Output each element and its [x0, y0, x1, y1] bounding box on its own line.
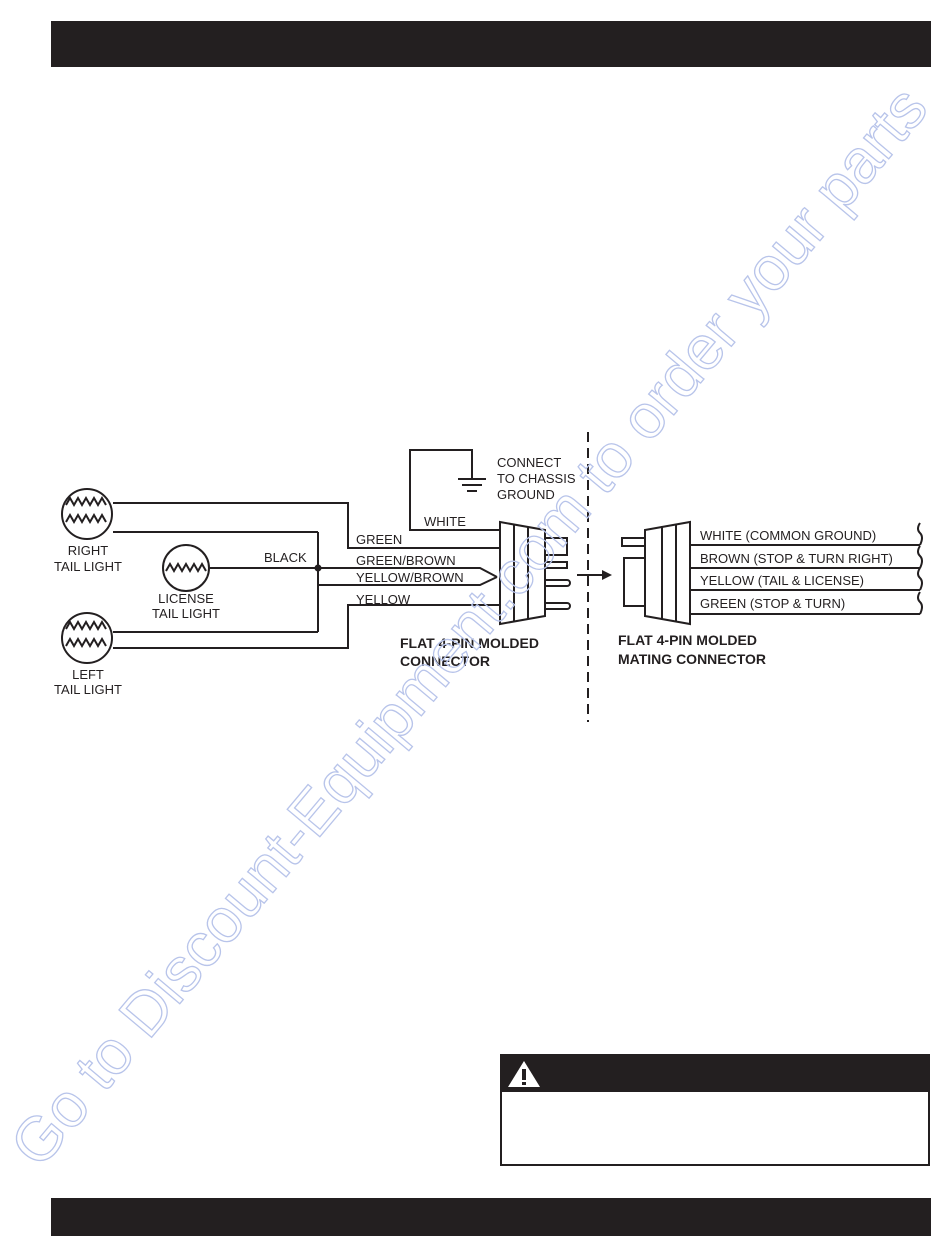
right-wires: [690, 522, 923, 615]
mating-connector-label-1: FLAT 4-PIN MOLDED: [618, 632, 757, 648]
left-light-label-1: LEFT: [72, 667, 104, 682]
wire-label-green: GREEN: [356, 532, 402, 547]
ground-label-2: TO CHASSIS: [497, 471, 576, 486]
wire-label-yellow: YELLOW: [356, 592, 411, 607]
warning-header: [502, 1056, 928, 1092]
wire-label-right-brown: BROWN (STOP & TURN RIGHT): [700, 551, 893, 566]
wire-label-white: WHITE: [424, 514, 466, 529]
wire-label-right-white: WHITE (COMMON GROUND): [700, 528, 876, 543]
warning-box: [500, 1054, 930, 1166]
wire-junction-dot: [314, 564, 322, 572]
wire-label-yellow-brown: YELLOW/BROWN: [356, 570, 464, 585]
right-light-label-2: TAIL LIGHT: [54, 559, 122, 574]
wire-label-right-green: GREEN (STOP & TURN): [700, 596, 845, 611]
wire-yellow-brown: [318, 576, 498, 586]
molded-connector-icon: [499, 520, 571, 626]
ground-label-3: GROUND: [497, 487, 555, 502]
license-light-label-1: LICENSE: [158, 591, 214, 606]
mating-connector-icon: [621, 520, 691, 626]
molded-connector-label-1: FLAT 4-PIN MOLDED: [400, 635, 539, 651]
left-tail-light-bulb-icon: [61, 612, 113, 664]
ground-symbol-icon: [458, 478, 486, 492]
license-light-label-2: TAIL LIGHT: [152, 606, 220, 621]
wire-label-right-yellow: YELLOW (TAIL & LICENSE): [700, 573, 864, 588]
warning-triangle-icon: [508, 1061, 540, 1087]
footer-bar: [51, 1198, 931, 1236]
ground-label-1: CONNECT: [497, 455, 561, 470]
license-tail-light-bulb-icon: [162, 544, 210, 592]
header-bar: [51, 21, 931, 67]
right-light-label-1: RIGHT: [68, 543, 109, 558]
wire-label-green-brown: GREEN/BROWN: [356, 553, 456, 568]
mating-connector-label-2: MATING CONNECTOR: [618, 651, 766, 667]
arrow-head-icon: [602, 570, 612, 580]
wire-right-light: [113, 502, 500, 549]
wire-left-light-bottom: [113, 604, 500, 649]
molded-connector-label-2: CONNECTOR: [400, 653, 490, 669]
wire-label-black: BLACK: [264, 550, 307, 565]
left-light-label-2: TAIL LIGHT: [54, 682, 122, 697]
right-tail-light-bulb-icon: [61, 488, 113, 540]
wire-green-brown: [318, 567, 498, 578]
wire-white-ground: [409, 449, 500, 531]
